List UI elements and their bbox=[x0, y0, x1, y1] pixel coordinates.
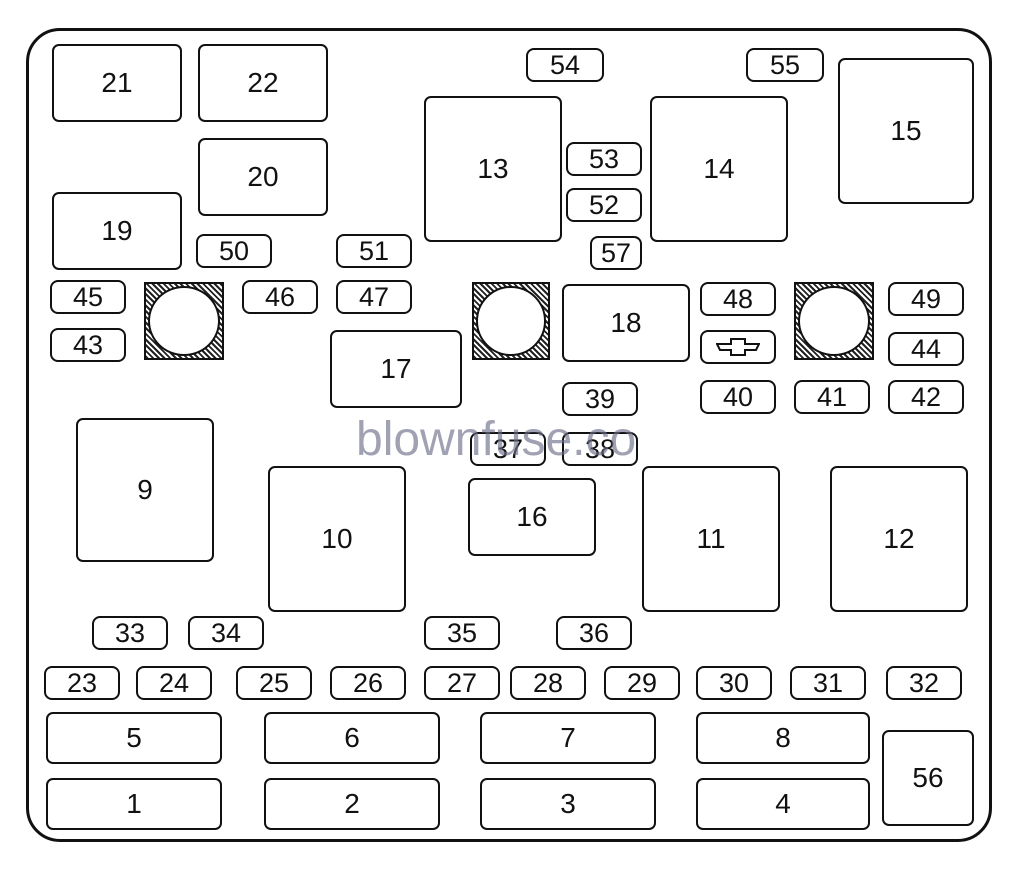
fuse-position-36: 36 bbox=[556, 616, 632, 650]
fuse-position-17: 17 bbox=[330, 330, 462, 408]
fuse-position-29: 29 bbox=[604, 666, 680, 700]
fuse-position-13: 13 bbox=[424, 96, 562, 242]
fuse-position-34: 34 bbox=[188, 616, 264, 650]
fuse-position-37: 37 bbox=[470, 432, 546, 466]
fuse-position-4: 4 bbox=[696, 778, 870, 830]
round-socket-center bbox=[472, 282, 550, 360]
fuse-position-26: 26 bbox=[330, 666, 406, 700]
fuse-position-21: 21 bbox=[52, 44, 182, 122]
fuse-position-8: 8 bbox=[696, 712, 870, 764]
emblem-block bbox=[700, 330, 776, 364]
round-socket-right bbox=[794, 282, 874, 360]
fuse-position-30: 30 bbox=[696, 666, 772, 700]
round-socket-left bbox=[144, 282, 224, 360]
fuse-position-57: 57 bbox=[590, 236, 642, 270]
fuse-position-12: 12 bbox=[830, 466, 968, 612]
fuse-position-19: 19 bbox=[52, 192, 182, 270]
fuse-position-25: 25 bbox=[236, 666, 312, 700]
fuse-position-31: 31 bbox=[790, 666, 866, 700]
fuse-position-20: 20 bbox=[198, 138, 328, 216]
fuse-position-50: 50 bbox=[196, 234, 272, 268]
fuse-position-24: 24 bbox=[136, 666, 212, 700]
fuse-position-32: 32 bbox=[886, 666, 962, 700]
fuse-position-16: 16 bbox=[468, 478, 596, 556]
fuse-position-45: 45 bbox=[50, 280, 126, 314]
fuse-position-43: 43 bbox=[50, 328, 126, 362]
fuse-position-39: 39 bbox=[562, 382, 638, 416]
chevrolet-bowtie-icon bbox=[716, 338, 760, 356]
fuse-position-23: 23 bbox=[44, 666, 120, 700]
fuse-box-outline bbox=[26, 28, 992, 842]
fuse-position-27: 27 bbox=[424, 666, 500, 700]
fuse-position-9: 9 bbox=[76, 418, 214, 562]
fuse-position-46: 46 bbox=[242, 280, 318, 314]
fuse-position-47: 47 bbox=[336, 280, 412, 314]
fuse-position-28: 28 bbox=[510, 666, 586, 700]
fuse-position-55: 55 bbox=[746, 48, 824, 82]
fuse-position-10: 10 bbox=[268, 466, 406, 612]
fuse-position-6: 6 bbox=[264, 712, 440, 764]
fuse-position-5: 5 bbox=[46, 712, 222, 764]
fuse-position-33: 33 bbox=[92, 616, 168, 650]
fuse-position-49: 49 bbox=[888, 282, 964, 316]
fuse-position-22: 22 bbox=[198, 44, 328, 122]
fuse-position-48: 48 bbox=[700, 282, 776, 316]
fuse-position-18: 18 bbox=[562, 284, 690, 362]
fuse-position-53: 53 bbox=[566, 142, 642, 176]
fuse-position-51: 51 bbox=[336, 234, 412, 268]
fuse-position-54: 54 bbox=[526, 48, 604, 82]
fuse-position-1: 1 bbox=[46, 778, 222, 830]
fuse-position-3: 3 bbox=[480, 778, 656, 830]
fuse-position-41: 41 bbox=[794, 380, 870, 414]
fuse-position-11: 11 bbox=[642, 466, 780, 612]
fuse-position-38: 38 bbox=[562, 432, 638, 466]
fuse-position-44: 44 bbox=[888, 332, 964, 366]
fuse-position-15: 15 bbox=[838, 58, 974, 204]
fuse-position-42: 42 bbox=[888, 380, 964, 414]
fuse-position-56: 56 bbox=[882, 730, 974, 826]
fuse-position-40: 40 bbox=[700, 380, 776, 414]
fuse-position-7: 7 bbox=[480, 712, 656, 764]
fuse-position-35: 35 bbox=[424, 616, 500, 650]
fuse-position-14: 14 bbox=[650, 96, 788, 242]
fuse-position-2: 2 bbox=[264, 778, 440, 830]
fuse-position-52: 52 bbox=[566, 188, 642, 222]
